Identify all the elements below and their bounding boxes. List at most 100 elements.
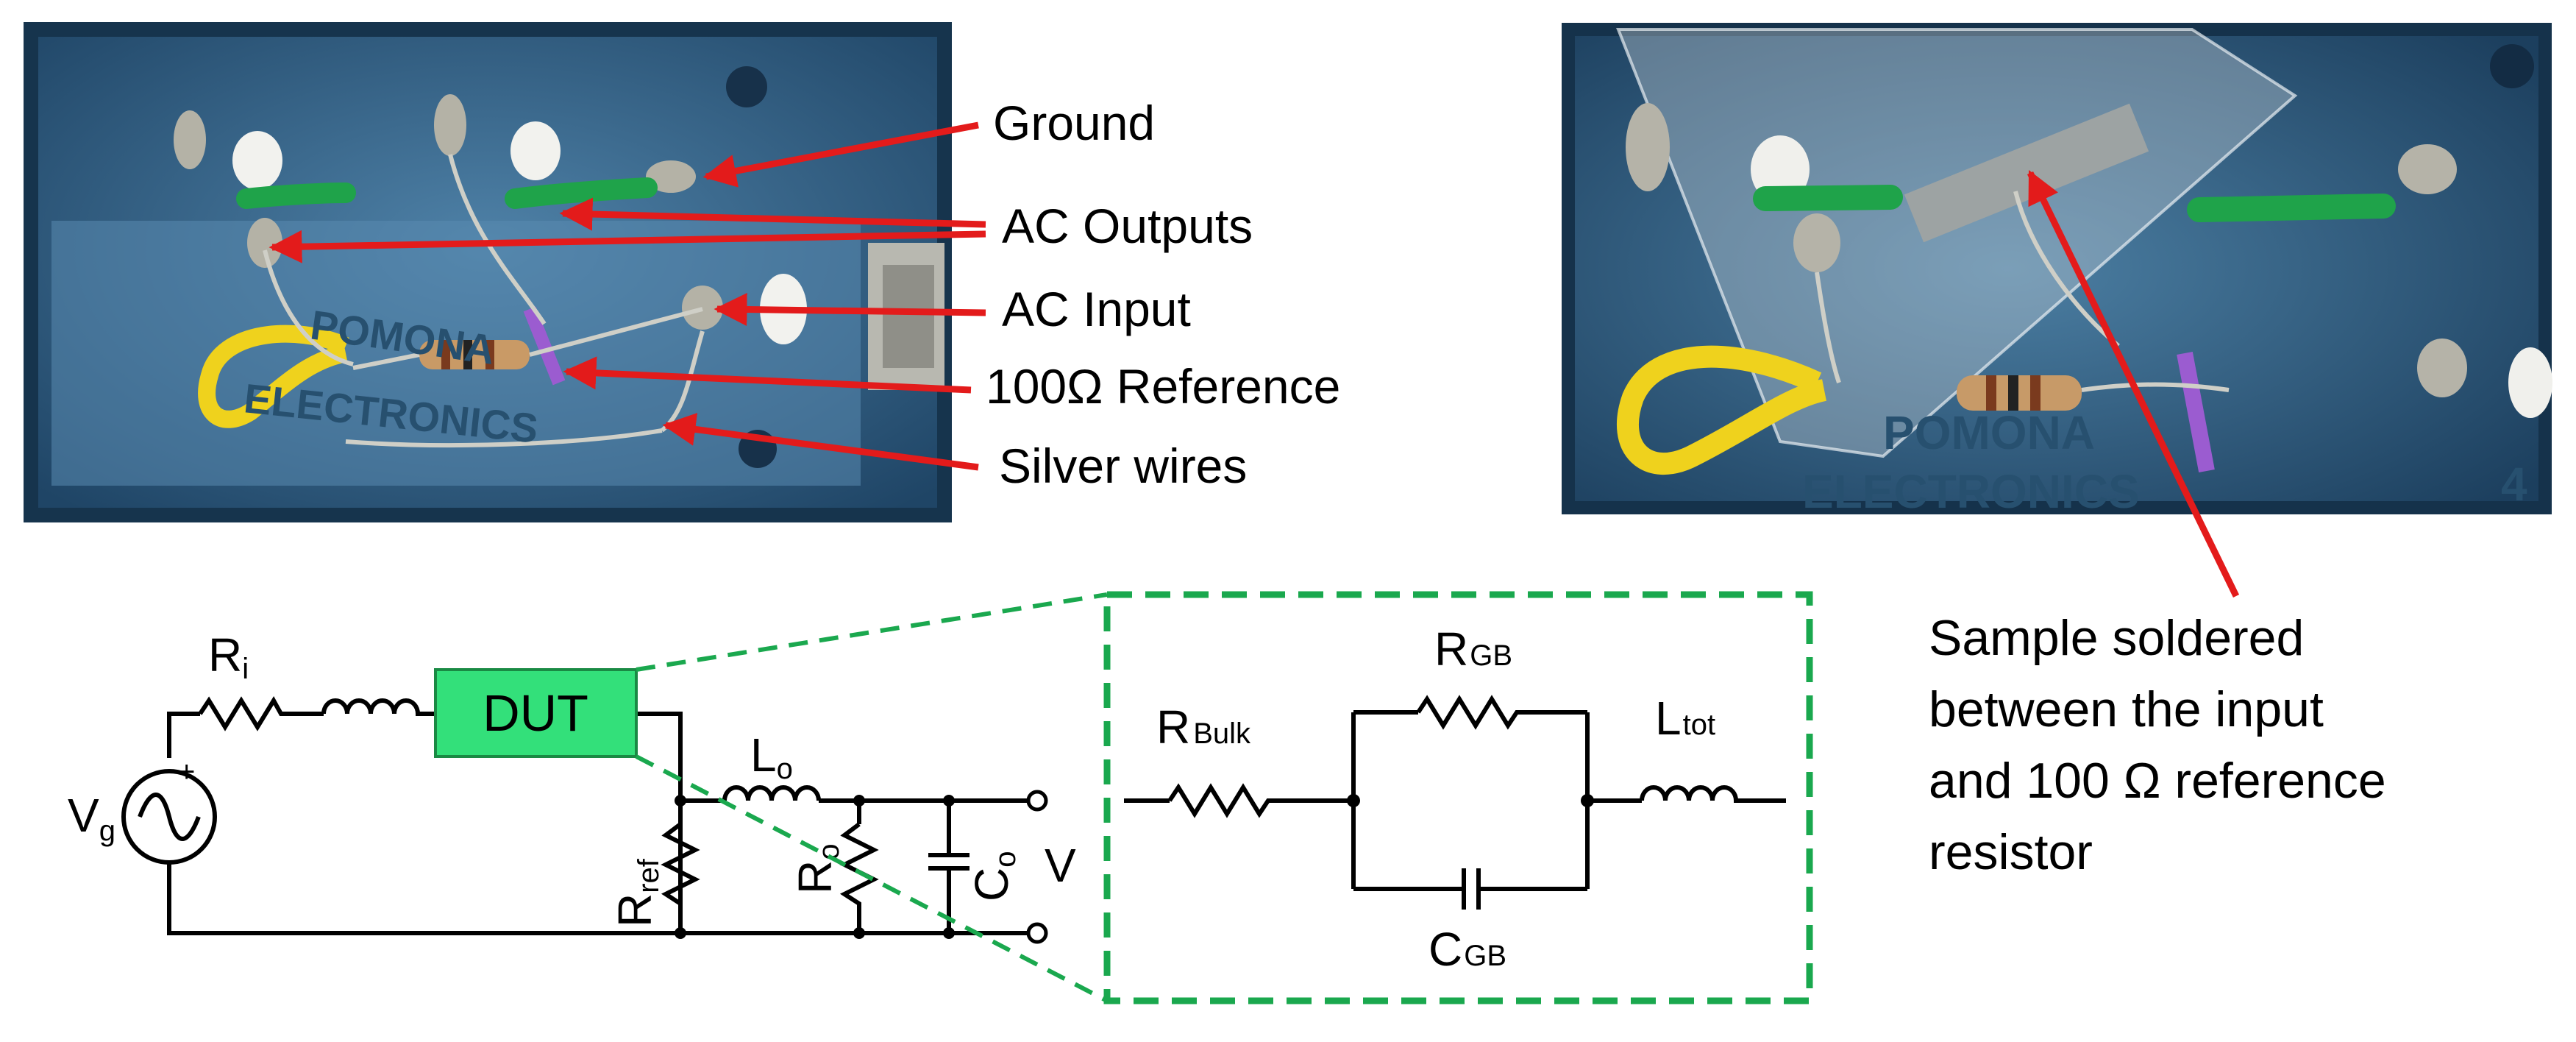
- wire: [167, 817, 1030, 935]
- label-rref: Rref: [608, 858, 665, 927]
- arrow-reference: [563, 356, 972, 394]
- resistor-rbulk: [1167, 783, 1353, 818]
- label-ri-main: R: [208, 628, 242, 681]
- enclosure-brand-text: POMONA: [1883, 406, 2095, 459]
- solder-terminal: [1793, 213, 1840, 272]
- label-co: Co: [965, 851, 1022, 901]
- resistor-band: [2030, 375, 2040, 411]
- enclosure-brand-number: 4: [2501, 458, 2527, 511]
- solder-terminal: [646, 160, 696, 193]
- label-vg-main: V: [68, 789, 99, 842]
- inductor-series: [321, 698, 435, 716]
- junction: [853, 795, 865, 807]
- label-rbulk-sub: Bulk: [1193, 717, 1251, 750]
- label-rref-main: R: [608, 893, 661, 927]
- sample-note-line: resistor: [1929, 824, 2093, 880]
- label-ro-sub: o: [813, 844, 845, 860]
- bnc-connector-ring: [883, 265, 934, 368]
- sample-note: Sample soldered between the input and 10…: [1929, 610, 2400, 880]
- arrow-ac-output-2: [268, 230, 986, 263]
- mount-hole: [726, 66, 767, 107]
- resistor-rgb: [1416, 695, 1587, 730]
- sample-note-line: between the input: [1929, 681, 2324, 737]
- resistor-ri: [198, 696, 324, 731]
- output-terminal: [1026, 922, 1048, 944]
- label-cgb-sub: GB: [1464, 940, 1506, 972]
- output-terminal: [1026, 790, 1048, 812]
- dut-label: DUT: [483, 684, 588, 742]
- junction: [675, 927, 686, 939]
- silver-wire: [2081, 382, 2230, 392]
- label-ri: Ri: [208, 628, 249, 685]
- label-silver-wires: Silver wires: [999, 439, 1247, 493]
- junction: [675, 795, 686, 807]
- label-ro: Ro: [789, 844, 845, 894]
- yellow-wire-loop: [1616, 345, 1827, 475]
- silver-wire: [2013, 191, 2120, 348]
- label-vg: Vg: [68, 789, 115, 847]
- solder-terminal: [2417, 339, 2467, 397]
- green-wire: [505, 177, 658, 209]
- label-cgb-main: C: [1428, 923, 1462, 976]
- source-plus: +: [178, 756, 195, 788]
- label-lo-main: L: [750, 729, 777, 782]
- glass-slide-edge: [1616, 28, 2298, 458]
- arrow-ac-output-1: [559, 197, 986, 231]
- silver-wire: [448, 154, 547, 325]
- wire: [636, 712, 683, 933]
- purple-lead: [523, 306, 566, 386]
- label-ac-outputs: AC Outputs: [1002, 199, 1253, 253]
- photo-left: POMONA ELECTRONICS: [24, 22, 952, 522]
- inset-box: [1103, 591, 1813, 1004]
- label-rbulk-main: R: [1156, 701, 1190, 754]
- label-co-sub: o: [989, 851, 1022, 868]
- label-ltot: Ltot: [1655, 692, 1715, 745]
- green-wire: [2187, 194, 2396, 222]
- label-lo-sub: o: [777, 753, 793, 785]
- label-rgb-sub: GB: [1470, 639, 1512, 672]
- resistor-band: [485, 340, 494, 369]
- resistor-band: [441, 340, 450, 369]
- resistor-band: [463, 340, 472, 369]
- insulator: [510, 121, 561, 180]
- photo-left-arrows: [268, 121, 986, 471]
- junction: [1347, 794, 1360, 807]
- zoom-line-bottom: [635, 754, 1109, 1003]
- solder-terminal: [1626, 103, 1670, 191]
- silver-wire: [263, 249, 354, 366]
- sample-note-line: Sample soldered: [1929, 610, 2304, 666]
- junction: [1581, 794, 1594, 807]
- sample-note-line: and 100 Ω reference: [1929, 753, 2386, 809]
- label-ground: Ground: [993, 96, 1155, 150]
- solder-terminal: [2398, 144, 2457, 194]
- zoom-lines: [635, 592, 1109, 1003]
- sample-strip: [1904, 103, 2149, 243]
- label-co-main: C: [965, 868, 1018, 901]
- label-vg-sub: g: [99, 815, 115, 847]
- wire: [167, 712, 200, 758]
- silver-wire: [352, 352, 420, 370]
- silver-wire: [529, 307, 703, 357]
- insulator: [232, 131, 282, 190]
- purple-lead: [2177, 351, 2215, 473]
- inductor-ltot: [1640, 785, 1786, 803]
- resistor-band: [1986, 375, 1996, 411]
- label-v: V: [1045, 839, 1076, 892]
- label-rgb: RGB: [1434, 623, 1512, 676]
- dut-block: [434, 668, 638, 758]
- label-rref-sub: ref: [633, 858, 665, 893]
- solder-terminal: [174, 110, 206, 169]
- arrow-silver-wires: [662, 413, 979, 471]
- label-ro-main: R: [789, 860, 842, 894]
- photo-labels: Ground AC Outputs AC Input 100Ω Referenc…: [986, 96, 1340, 493]
- enclosure-brand-text: ELECTRONICS: [1802, 465, 2140, 518]
- insulator: [2508, 347, 2552, 418]
- label-reference: 100Ω Reference: [986, 359, 1340, 414]
- reference-resistor: [1957, 375, 2082, 411]
- junction: [943, 927, 955, 939]
- green-wire: [236, 182, 356, 209]
- photo-right: POMONA ELECTRONICS 4: [1562, 23, 2552, 518]
- label-ltot-main: L: [1655, 692, 1682, 745]
